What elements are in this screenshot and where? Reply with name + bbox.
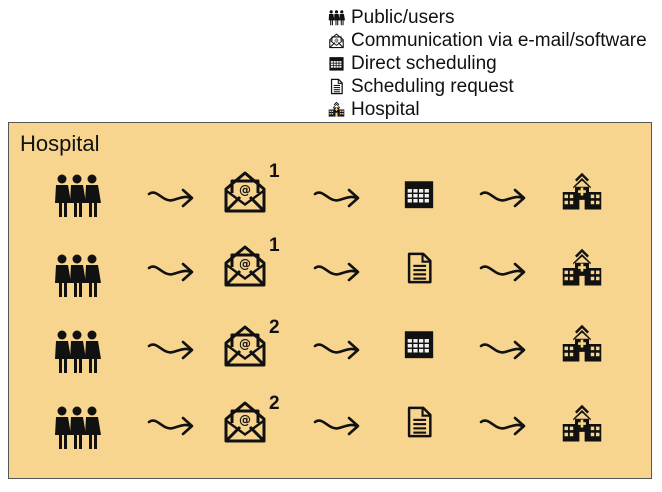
email-icon: [221, 397, 269, 445]
people-icon: [53, 327, 101, 375]
arrow-icon: [313, 259, 361, 283]
legend-label: Public/users: [351, 6, 455, 28]
calendar-icon: [402, 177, 436, 211]
email-icon: [221, 241, 269, 289]
email-icon: [328, 32, 345, 49]
legend-item-scheduling-request: Scheduling request: [328, 75, 647, 98]
people-icon: [53, 403, 101, 451]
people-icon: [53, 251, 101, 299]
hospital-icon: [561, 247, 603, 289]
comm-number: 2: [269, 317, 280, 338]
calendar-icon: [402, 327, 436, 361]
flow-row: 2: [9, 317, 651, 387]
legend-item-direct-scheduling: Direct scheduling: [328, 52, 647, 75]
legend: Public/users Communication via e-mail/so…: [328, 6, 647, 121]
arrow-icon: [147, 185, 195, 209]
flow-row: 2: [9, 393, 651, 461]
hospital-icon: [561, 171, 603, 213]
arrow-icon: [313, 185, 361, 209]
hospital-icon: [561, 403, 603, 445]
arrow-icon: [147, 259, 195, 283]
document-icon: [402, 251, 436, 285]
arrow-icon: [147, 413, 195, 437]
document-icon: [402, 405, 436, 439]
arrow-icon: [479, 337, 527, 361]
people-icon: [53, 171, 101, 219]
hospital-icon: [561, 323, 603, 365]
hospital-icon: [328, 101, 345, 118]
arrow-icon: [313, 413, 361, 437]
box-title: Hospital: [20, 131, 100, 156]
calendar-icon: [328, 55, 345, 72]
arrow-icon: [479, 413, 527, 437]
flow-row: 1: [9, 161, 651, 227]
people-icon: [328, 9, 345, 26]
email-icon: [221, 321, 269, 369]
comm-number: 1: [269, 235, 280, 256]
arrow-icon: [313, 337, 361, 361]
legend-item-hospital: Hospital: [328, 98, 647, 121]
hospital-box: Hospital 1 1 2 2: [8, 122, 652, 479]
email-icon: [221, 167, 269, 215]
arrow-icon: [147, 337, 195, 361]
arrow-icon: [479, 259, 527, 283]
legend-item-communication: Communication via e-mail/software: [328, 29, 647, 52]
legend-label: Scheduling request: [351, 75, 514, 97]
legend-label: Direct scheduling: [351, 52, 497, 74]
legend-label: Hospital: [351, 98, 420, 120]
comm-number: 2: [269, 393, 280, 414]
legend-label: Communication via e-mail/software: [351, 29, 647, 51]
arrow-icon: [479, 185, 527, 209]
flow-row: 1: [9, 235, 651, 307]
legend-item-public-users: Public/users: [328, 6, 647, 29]
comm-number: 1: [269, 161, 280, 182]
document-icon: [328, 78, 345, 95]
